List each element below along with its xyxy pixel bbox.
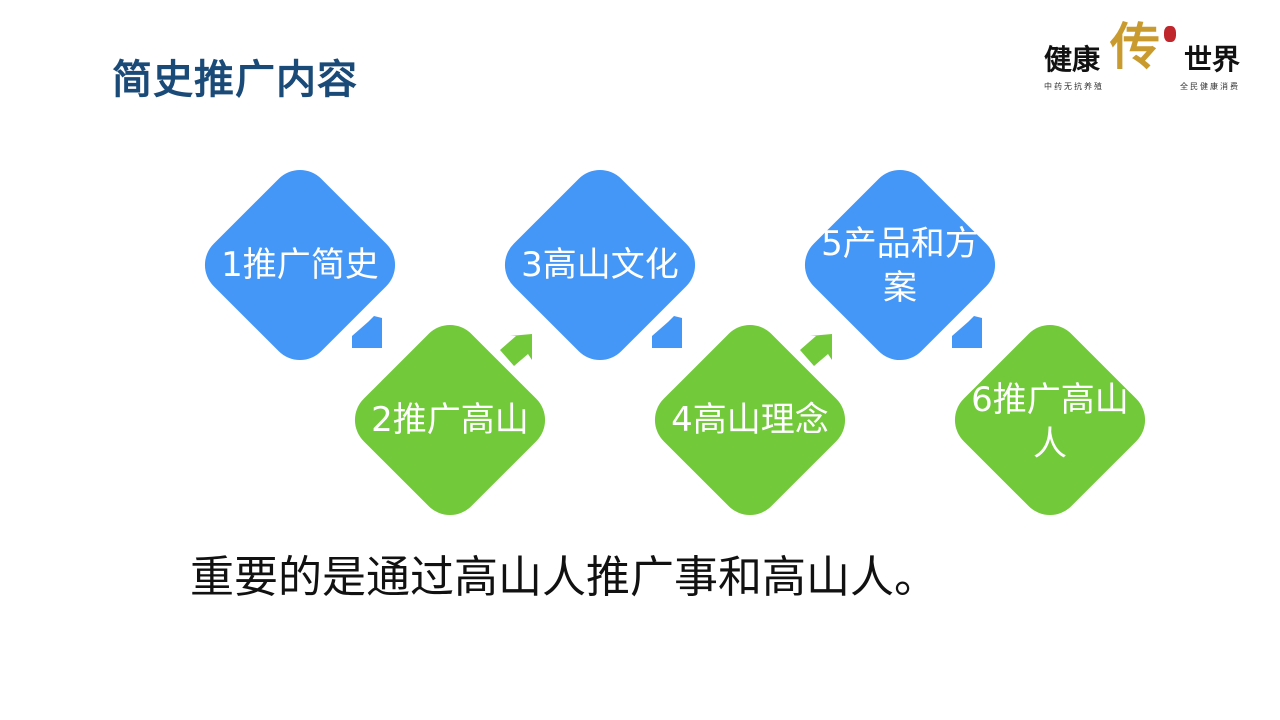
summary-text: 重要的是通过高山人推广事和高山人。: [190, 552, 938, 603]
step-3-label: 3高山文化: [521, 245, 679, 285]
step-4-label: 4高山理念: [671, 400, 829, 440]
brand-logo: 健康 传 世界 中药无抗养殖 全民健康消费: [1044, 20, 1254, 96]
logo-calligraphy: 传: [1110, 17, 1160, 76]
logo-seal-icon: [1164, 26, 1176, 42]
logo-text-right: 世界: [1184, 43, 1241, 76]
logo-tagline-left: 中药无抗养殖: [1044, 82, 1104, 91]
arrow-down-right-icon: [652, 316, 682, 348]
arrow-down-right-icon: [952, 316, 982, 348]
logo-tagline-right: 全民健康消费: [1180, 82, 1240, 91]
logo-text-left: 健康: [1044, 43, 1101, 76]
step-1-label: 1推广简史: [221, 245, 379, 285]
step-6-label: 6推广高山人: [971, 380, 1129, 464]
step-5-label: 5产品和方案: [821, 224, 979, 308]
arrow-down-right-icon: [352, 316, 382, 348]
arrow-up-right-icon: [500, 334, 532, 366]
arrow-up-right-icon: [800, 334, 832, 366]
step-2-label: 2推广高山: [371, 400, 529, 440]
page-title: 简史推广内容: [112, 57, 358, 103]
